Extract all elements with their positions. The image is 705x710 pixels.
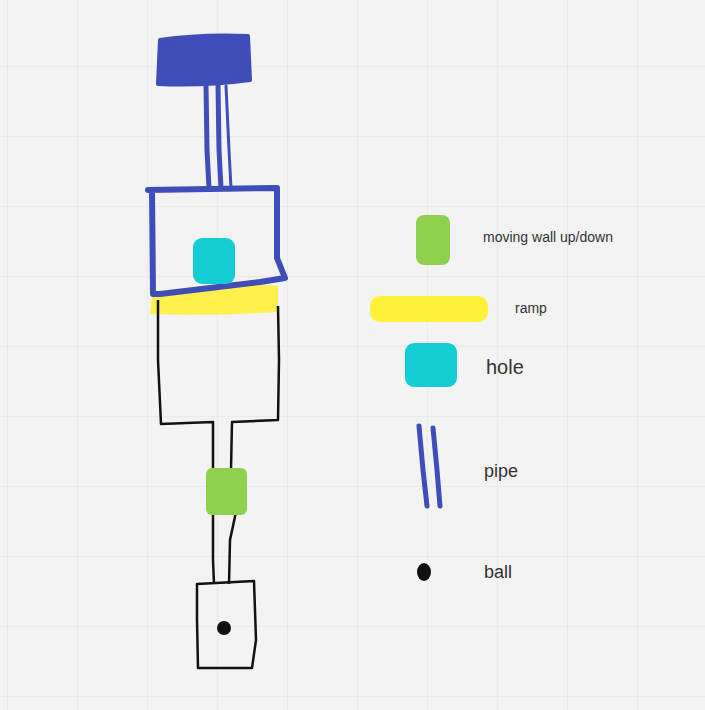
pipe — [218, 84, 221, 188]
pipe-wall — [229, 512, 236, 584]
pipe-wall — [213, 512, 214, 584]
moving-wall — [206, 468, 247, 515]
chamber-wall — [158, 300, 213, 470]
pipe-sample — [433, 428, 440, 506]
legend-label: ball — [484, 562, 512, 584]
ramp-swatch — [370, 296, 488, 322]
legend-label: pipe — [484, 461, 518, 483]
moving-wall-swatch — [416, 215, 450, 265]
pipe — [206, 84, 209, 188]
legend-label: moving wall up/down — [483, 229, 613, 246]
pipe — [226, 86, 231, 188]
chamber — [148, 188, 285, 294]
hole — [193, 238, 235, 284]
ball — [217, 621, 231, 635]
ball-sample — [417, 563, 431, 581]
ball-box — [197, 581, 256, 668]
legend-label: hole — [486, 355, 524, 379]
tank — [158, 36, 250, 85]
hole-swatch — [405, 343, 457, 387]
chamber-wall — [231, 306, 279, 470]
legend-label: ramp — [515, 300, 547, 317]
pipe-sample — [419, 426, 427, 506]
